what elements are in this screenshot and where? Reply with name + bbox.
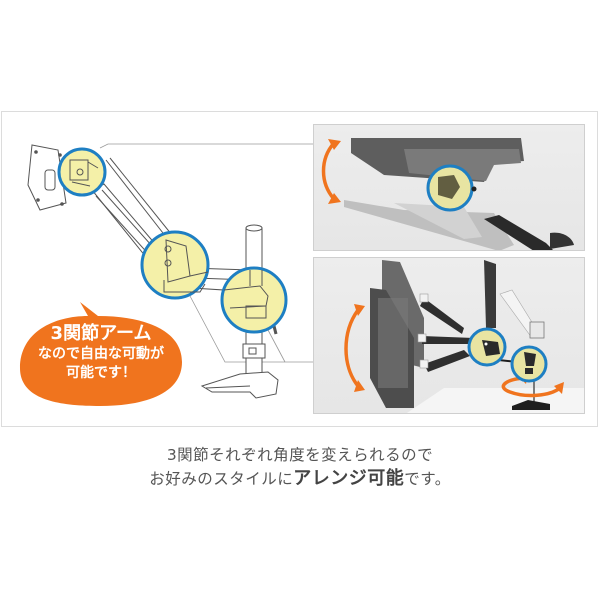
callout-bubble — [20, 302, 182, 406]
height-arrow-icon — [344, 304, 365, 392]
caption-line-2-prefix: お好みのスタイルに — [149, 470, 294, 488]
tilt-photo-panel — [313, 124, 585, 251]
callout-line-1: なので自由な可動が — [38, 346, 164, 362]
joint-highlight-circle-1 — [57, 147, 107, 197]
desk-base-drawing — [200, 371, 279, 399]
caption-line-1: 3関節それぞれ角度を変えられるので — [166, 446, 434, 464]
caption-emphasis: アレンジ可能 — [293, 468, 405, 489]
swivel-photo-panel — [313, 257, 585, 414]
tilt-photo — [321, 138, 574, 250]
joint-highlight-circle-tilt — [426, 164, 477, 212]
joint-highlight-circles — [57, 147, 288, 334]
vesa-plate-drawing — [27, 144, 67, 211]
callout-text: 3関節アーム なので自由な可動が 可能です！ — [14, 323, 188, 383]
feature-caption: 3関節それぞれ角度を変えられるので お好みのスタイルにアレンジ可能です。 — [0, 443, 600, 491]
swivel-photo — [344, 260, 584, 413]
callout-title: 3関節アーム — [50, 323, 152, 344]
leader-lines — [99, 143, 313, 363]
joint-highlight-circle-2 — [140, 230, 210, 300]
tilt-arrow-icon — [321, 139, 341, 204]
joint-highlight-circle-3 — [220, 266, 288, 334]
caption-line-2: お好みのスタイルにアレンジ可能です。 — [0, 467, 600, 491]
joint-highlight-circle-base — [510, 345, 548, 383]
caption-line-2-suffix: です。 — [404, 470, 451, 488]
callout-line-2: 可能です！ — [66, 365, 136, 381]
joint-highlight-circle-arm — [467, 327, 507, 367]
